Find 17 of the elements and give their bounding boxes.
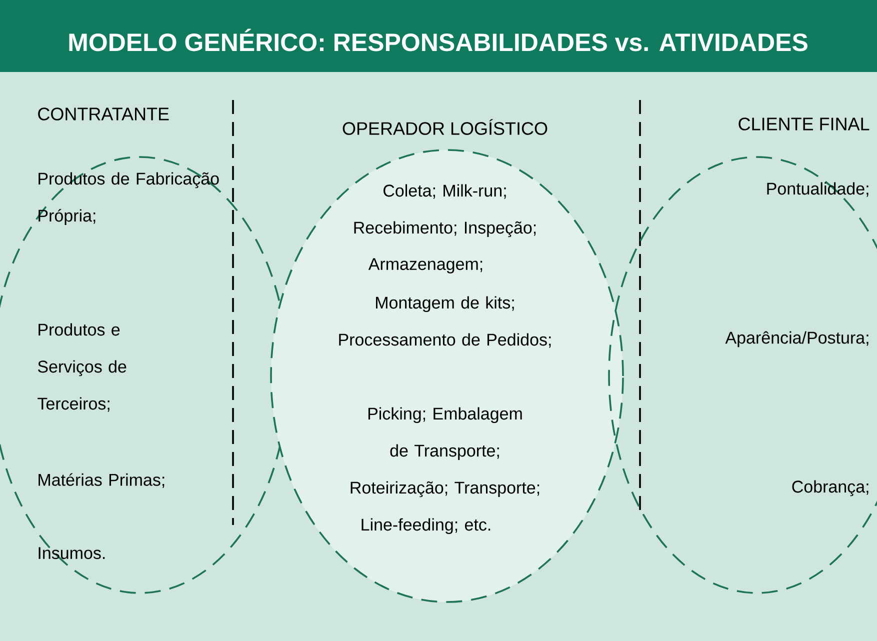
list-item: Pontualidade; bbox=[767, 182, 868, 197]
column-heading: CONTRATANTE bbox=[38, 108, 169, 120]
title-banner: MODELO GENÉRICO: RESPONSABILIDADES vs. ATIVIDADES bbox=[0, 0, 877, 72]
column-heading: CLIENTE FINAL bbox=[738, 118, 870, 130]
list-item: Recebimento; Inspeção; bbox=[354, 221, 536, 238]
list-item: Insumos. bbox=[38, 547, 105, 560]
list-item: Line-feeding; etc. bbox=[362, 518, 490, 534]
list-item: Aparência/Postura; bbox=[725, 331, 868, 348]
list-item: Picking; Embalagem de Transporte; bbox=[368, 407, 522, 460]
list-item: Montagem de kits; bbox=[376, 296, 514, 312]
list-item: Processamento de Pedidos; bbox=[339, 333, 551, 348]
list-item: Produtos e Serviços de Terceiros; bbox=[38, 323, 126, 412]
list-item: Armazenagem; bbox=[368, 258, 482, 274]
list-item: Roteirização; Transporte; bbox=[350, 481, 540, 498]
list-item: Matérias Primas; bbox=[38, 473, 164, 488]
list-item: Coleta; Milk-run; bbox=[384, 184, 506, 199]
list-item: Cobrança; bbox=[792, 480, 868, 496]
